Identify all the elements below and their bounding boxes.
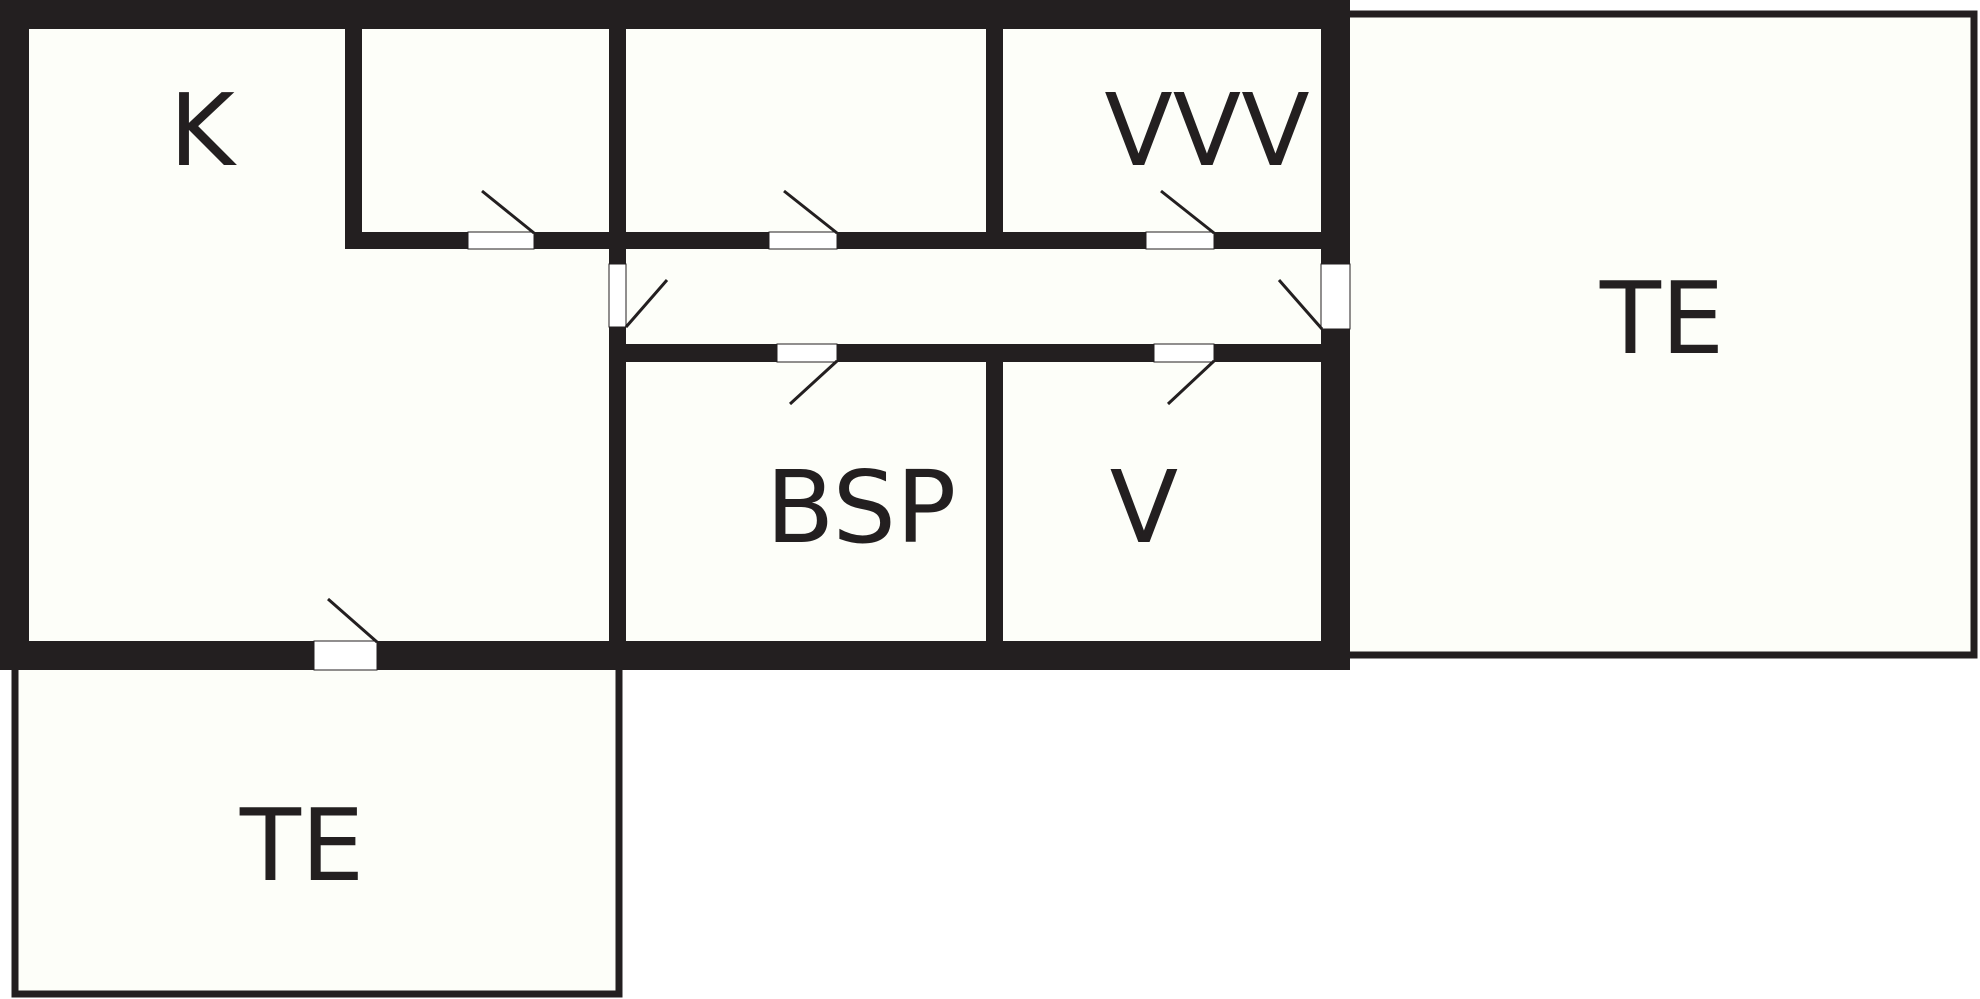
door-leaf-v [1166,359,1216,406]
wall-corridor-left [609,14,626,657]
room-labels: K VVV TE BSP V TE [169,72,1724,904]
door-leaf-top-mid [783,189,838,235]
wall-bottom-mid [986,352,1003,657]
room-label-kitchen: K [169,72,237,189]
door-leaf-terrace-right [1277,279,1324,330]
door-swings [327,189,1324,644]
wall-top-mid [986,14,1003,249]
door-gap-top-left [467,231,535,250]
room-label-washroom: VVV [1104,72,1309,189]
outer-wall-left [0,0,29,670]
door-gap-top-mid [768,231,838,250]
wall-top-rooms-left [345,14,362,249]
door-leaf-top-left [481,189,535,235]
outer-walls [0,0,1350,670]
door-gap-washroom [1145,231,1215,250]
door-gap-bsp [776,343,838,363]
room-label-terrace-bottom: TE [239,787,364,904]
door-gap-terrace-bottom [313,640,378,671]
door-gap-v [1153,343,1215,363]
room-label-v: V [1110,449,1178,566]
door-leaf-terrace-bottom [327,597,378,644]
room-label-terrace-right: TE [1599,260,1724,377]
terrace-right [1342,10,1978,659]
door-gap-kitchen-corridor [608,263,627,328]
wall-corridor-bottom [617,344,1328,362]
outer-wall-right [1321,0,1350,670]
outer-wall-bottom [0,641,1350,670]
door-openings [313,231,1351,671]
door-leaf-kitchen-corridor [624,279,669,328]
door-gap-terrace-right [1320,263,1351,330]
door-leaf-washroom [1160,189,1215,235]
door-leaf-bsp [788,359,839,406]
room-label-bsp: BSP [766,449,957,566]
outer-wall-top [0,0,1350,29]
building-floor [14,14,1339,657]
